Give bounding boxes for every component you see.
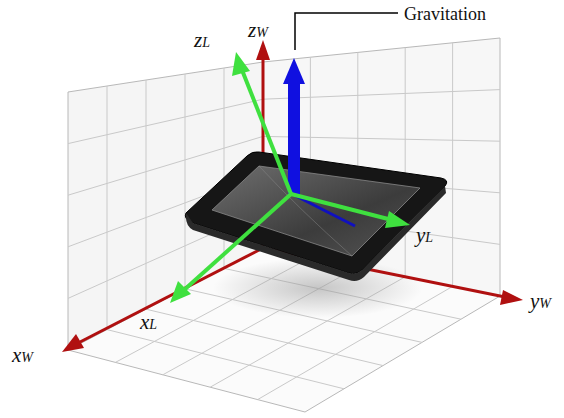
callout-label: Gravitation <box>404 5 486 23</box>
grid-lines <box>68 43 500 400</box>
axis-label: zW <box>248 20 268 41</box>
grid-line <box>452 43 453 287</box>
grid-line <box>146 80 147 309</box>
leader-line <box>295 13 398 50</box>
local-axes <box>170 52 410 303</box>
floor <box>68 248 500 412</box>
tablet <box>185 152 446 281</box>
grid-line <box>107 330 344 389</box>
world-axes <box>62 40 523 352</box>
axis-label: zL <box>194 30 210 51</box>
axis-label: yL <box>416 225 433 246</box>
grid-line <box>68 99 263 143</box>
grid-line <box>107 86 108 330</box>
grid-line <box>185 74 186 289</box>
axis-label: xL <box>140 312 157 333</box>
grid-line <box>405 48 406 277</box>
grid-line <box>146 309 383 365</box>
axis-label: yW <box>530 291 551 312</box>
axis-label: xW <box>12 345 33 366</box>
